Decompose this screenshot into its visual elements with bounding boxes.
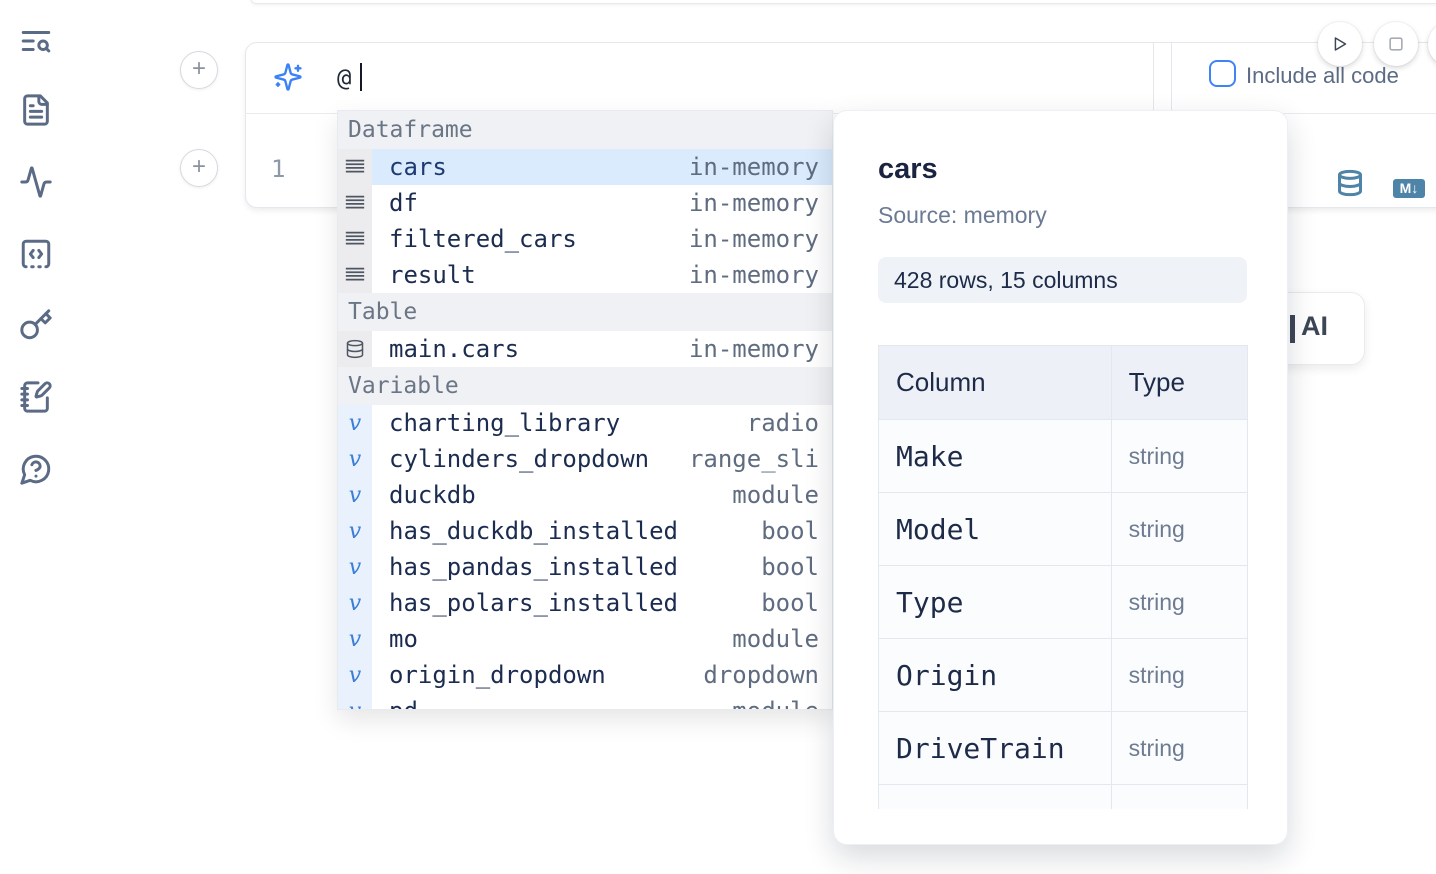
table-row: DriveTrain string [878, 711, 1248, 785]
panel-title: cars [878, 153, 938, 185]
schema-table: Column Type Make string Model string Typ… [878, 345, 1248, 809]
database-icon [338, 331, 372, 367]
add-cell-button[interactable]: + [180, 51, 218, 89]
ai-prompt-row: @ Include all code [246, 43, 1436, 113]
dataframe-icon [338, 257, 372, 293]
line-number: 1 [271, 155, 286, 183]
add-cell-button[interactable]: + [180, 149, 218, 187]
code-snippet-icon[interactable] [19, 237, 53, 271]
divider [1153, 43, 1154, 113]
table-row: Type string [878, 565, 1248, 639]
column-header: Column [878, 345, 1112, 420]
variable-icon: v [338, 513, 372, 549]
section-header: Table [338, 293, 832, 331]
section-header: Dataframe [338, 111, 832, 149]
variable-icon: v [338, 549, 372, 585]
divider [1171, 43, 1172, 113]
help-icon[interactable] [19, 452, 53, 486]
ai-card-label: AI [1301, 311, 1328, 341]
variable-icon: v [338, 621, 372, 657]
sparkles-icon [273, 62, 303, 92]
variable-icon: v [338, 477, 372, 513]
dataframe-preview-panel: cars Source: memory 428 rows, 15 columns… [833, 110, 1288, 845]
activity-icon[interactable] [19, 165, 53, 199]
stop-cell-button[interactable] [1374, 22, 1418, 66]
markdown-badge-icon[interactable]: M↓ [1393, 179, 1425, 198]
key-icon[interactable] [19, 308, 53, 342]
play-icon [1334, 37, 1347, 51]
table-row: Model string [878, 492, 1248, 566]
table-row: Make string [878, 419, 1248, 493]
dataframe-icon [338, 221, 372, 257]
text-search-icon[interactable] [19, 24, 53, 58]
variable-icon: v [338, 405, 372, 441]
dataframe-icon [338, 185, 372, 221]
type-header: Type [1110, 345, 1248, 420]
variable-icon: v [338, 441, 372, 477]
variable-icon: v [338, 693, 372, 709]
text-cursor [360, 63, 362, 91]
include-all-code-checkbox[interactable] [1209, 60, 1236, 87]
schema-table-wrapper: Column Type Make string Model string Typ… [878, 345, 1248, 809]
extra-action-button[interactable] [1428, 22, 1436, 66]
shape-badge: 428 rows, 15 columns [878, 257, 1247, 303]
variable-icon: v [338, 585, 372, 621]
table-row: Origin string [878, 638, 1248, 712]
section-header: Variable [338, 367, 832, 405]
dataframe-icon [338, 149, 372, 185]
autocomplete-item-pd[interactable]: v pdmodule [338, 693, 832, 709]
stop-icon [1389, 37, 1403, 51]
include-all-code-label[interactable]: Include all code [1246, 63, 1399, 88]
notebook-pen-icon[interactable] [19, 380, 53, 414]
panel-source: Source: memory [878, 202, 1047, 228]
database-icon[interactable] [1336, 169, 1364, 197]
clipped-letter [1290, 315, 1295, 343]
table-row-clipped [878, 784, 1248, 809]
run-cell-button[interactable] [1318, 22, 1362, 66]
document-icon[interactable] [19, 93, 53, 127]
sidebar [0, 0, 72, 874]
previous-cell-edge [250, 0, 1436, 4]
variable-icon: v [338, 657, 372, 693]
ai-prompt-input[interactable]: @ [337, 64, 352, 92]
